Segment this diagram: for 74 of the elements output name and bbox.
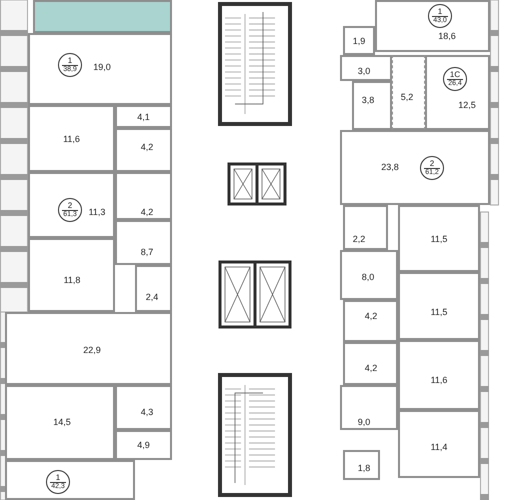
room-count: 1: [68, 56, 72, 65]
room-count: 2: [430, 159, 434, 168]
highlighted-room: [33, 0, 172, 33]
room: [343, 300, 398, 342]
room: [115, 385, 172, 430]
room: [28, 238, 115, 312]
room: [5, 385, 115, 460]
room-area: 4,2: [364, 363, 378, 373]
apartment-badge: [443, 67, 467, 91]
room: [398, 272, 480, 340]
room: [375, 0, 490, 52]
room-area: 3,0: [358, 66, 370, 76]
room: [343, 26, 375, 55]
room-area: 11,6: [63, 134, 80, 144]
room: [115, 105, 172, 128]
room: [135, 265, 172, 312]
room-area: 23,8: [381, 162, 399, 172]
room-area: 18,6: [438, 31, 456, 41]
room-area: 5,2: [400, 92, 414, 102]
room-outline: [5, 460, 135, 500]
apartment-badge: [58, 198, 82, 222]
apartment-badge: [46, 470, 70, 494]
room-area: 4,1: [137, 112, 150, 122]
apartment-badge: [428, 4, 452, 28]
room-area: 11,5: [430, 234, 448, 244]
room-count: 1С: [450, 70, 460, 79]
room: [28, 33, 172, 105]
room: [115, 430, 172, 460]
room-area: 4,9: [137, 440, 150, 450]
room: [340, 130, 490, 205]
room-area: 4,2: [140, 207, 154, 217]
room: [28, 172, 115, 238]
room-area: 19,0: [93, 62, 111, 72]
apartment-badge: [420, 156, 444, 180]
room-area: 1,9: [352, 36, 366, 46]
room: [115, 220, 172, 265]
room-area: 11,4: [430, 442, 448, 452]
room: [398, 205, 480, 272]
room: [398, 340, 480, 410]
room-area: 4,2: [140, 142, 154, 152]
room-area: 2,2: [352, 234, 366, 244]
room-area: 1,8: [358, 463, 370, 473]
room: [28, 105, 115, 172]
room: [340, 55, 392, 81]
room-area: 8,0: [362, 272, 374, 282]
room: [343, 342, 398, 385]
room-area: 4,3: [140, 407, 154, 417]
room-area: 9,0: [358, 417, 370, 427]
room: [392, 55, 425, 130]
room-area: 11,8: [64, 275, 80, 285]
room-area: 11,6: [430, 375, 448, 385]
room-count: 1: [56, 473, 60, 482]
room: [5, 312, 172, 385]
room: [425, 55, 490, 130]
room: [398, 410, 480, 478]
room-count: 1: [438, 7, 442, 16]
room-area: 11,3: [88, 207, 106, 217]
room-count: 2: [68, 201, 72, 210]
room: [115, 172, 172, 220]
room-area: 2,4: [146, 292, 158, 302]
room: [352, 81, 392, 130]
room: [343, 450, 380, 480]
room: [343, 205, 388, 250]
room-area: 14,5: [53, 417, 71, 427]
room-area: 11,5: [430, 307, 448, 317]
room: [115, 128, 172, 172]
room-area: 22,9: [83, 345, 101, 355]
room-area: 4,2: [364, 311, 378, 321]
room-area: 12,5: [458, 100, 476, 110]
room-area: 3,8: [362, 95, 374, 105]
apartment-badge: [58, 53, 82, 77]
room: [340, 250, 398, 300]
room: [340, 385, 398, 430]
room-area: 8,7: [140, 247, 154, 257]
